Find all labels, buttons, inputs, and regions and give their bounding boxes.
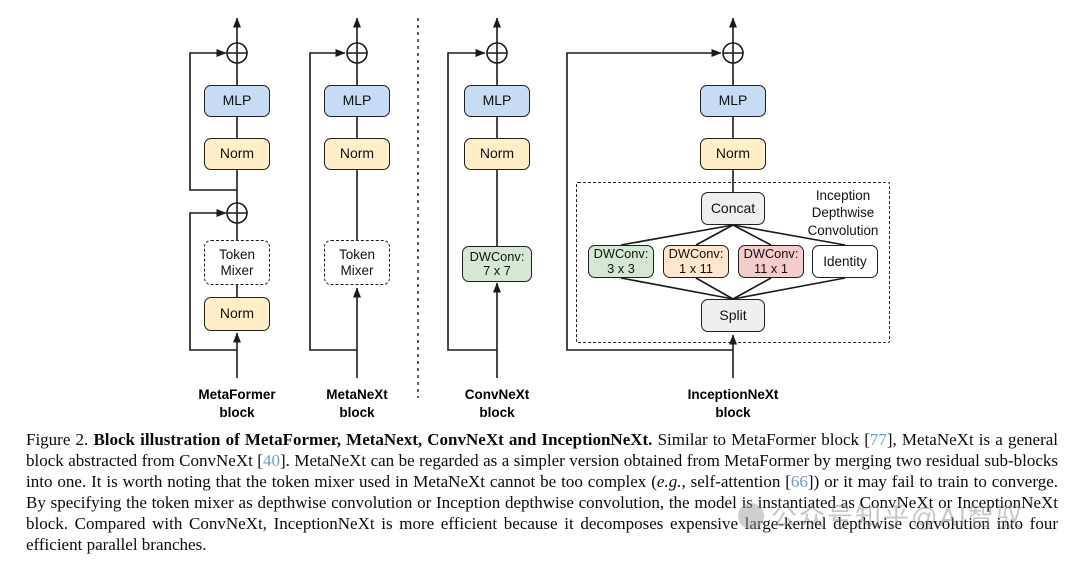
citation-link[interactable]: 77 <box>869 430 887 449</box>
figure-caption: Figure 2. Block illustration of MetaForm… <box>26 429 1058 555</box>
add-circle-icon <box>226 42 248 64</box>
convnext-norm-box: Norm <box>464 138 530 170</box>
inceptionnext-branch-dwconv-3x3: DWConv: 3 x 3 <box>588 245 654 278</box>
metanext-flow-lines <box>309 17 361 378</box>
caption-text: , self-attention [ <box>681 472 791 492</box>
caption-eg-italic: e.g. <box>656 472 682 492</box>
metaformer-flow-lines <box>189 17 241 378</box>
caption-text: ]. MetaNeXt can be regarded as a simpler… <box>26 451 1058 492</box>
add-circle-icon <box>346 42 368 64</box>
caption-text: ]) or it may fail to train to converge. … <box>26 472 1058 555</box>
diagram-lines <box>189 17 846 398</box>
inception-depthwise-group-label: Inception Depthwise Convolution <box>807 188 879 238</box>
citation-link[interactable]: 66 <box>790 472 808 492</box>
caption-bold-title: Block illustration of MetaFormer, MetaNe… <box>93 430 653 449</box>
metaformer-norm-bottom-box: Norm <box>204 297 270 331</box>
block-diagram-figure: MLP Norm Token Mixer Norm MLP Norm Token… <box>189 17 890 420</box>
add-circle-icons <box>226 42 744 224</box>
add-circle-icon <box>486 42 508 64</box>
inception-depthwise-dashed-group-box <box>576 182 890 343</box>
metaformer-token-mixer-box: Token Mixer <box>204 240 270 285</box>
caption-text: ], MetaNeXt is a general block abstracte… <box>26 430 1059 471</box>
convnext-block-label: ConvNeXt block <box>464 387 530 420</box>
metaformer-norm-top-box: Norm <box>204 138 270 170</box>
inceptionnext-block-label: InceptionNeXt block <box>687 387 779 420</box>
metaformer-mlp-box: MLP <box>204 85 270 117</box>
inceptionnext-split-box: Split <box>701 299 765 332</box>
citation-link[interactable]: 40 <box>262 451 280 471</box>
convnext-flow-lines <box>447 17 501 378</box>
figure-number-label: Figure 2. <box>26 430 89 449</box>
metanext-block-label: MetaNeXt block <box>326 387 388 420</box>
metanext-mlp-box: MLP <box>324 85 390 117</box>
convnext-mlp-box: MLP <box>464 85 530 117</box>
inceptionnext-concat-box: Concat <box>701 192 765 225</box>
inceptionnext-branch-identity: Identity <box>812 245 878 278</box>
inceptionnext-norm-box: Norm <box>700 138 766 170</box>
metaformer-block-label: MetaFormer block <box>198 387 276 420</box>
inceptionnext-branch-dwconv-1x11: DWConv: 1 x 11 <box>663 245 729 278</box>
metanext-token-mixer-box: Token Mixer <box>324 240 390 285</box>
metanext-norm-box: Norm <box>324 138 390 170</box>
convnext-dwconv-box: DWConv: 7 x 7 <box>462 246 532 282</box>
add-circle-icon <box>722 42 744 64</box>
inceptionnext-mlp-box: MLP <box>700 85 766 117</box>
caption-text: Similar to MetaFormer block [ <box>657 430 870 449</box>
add-circle-icon <box>226 202 248 224</box>
inceptionnext-branch-dwconv-11x1: DWConv: 11 x 1 <box>738 245 804 278</box>
inceptionnext-flow-lines <box>566 17 846 378</box>
